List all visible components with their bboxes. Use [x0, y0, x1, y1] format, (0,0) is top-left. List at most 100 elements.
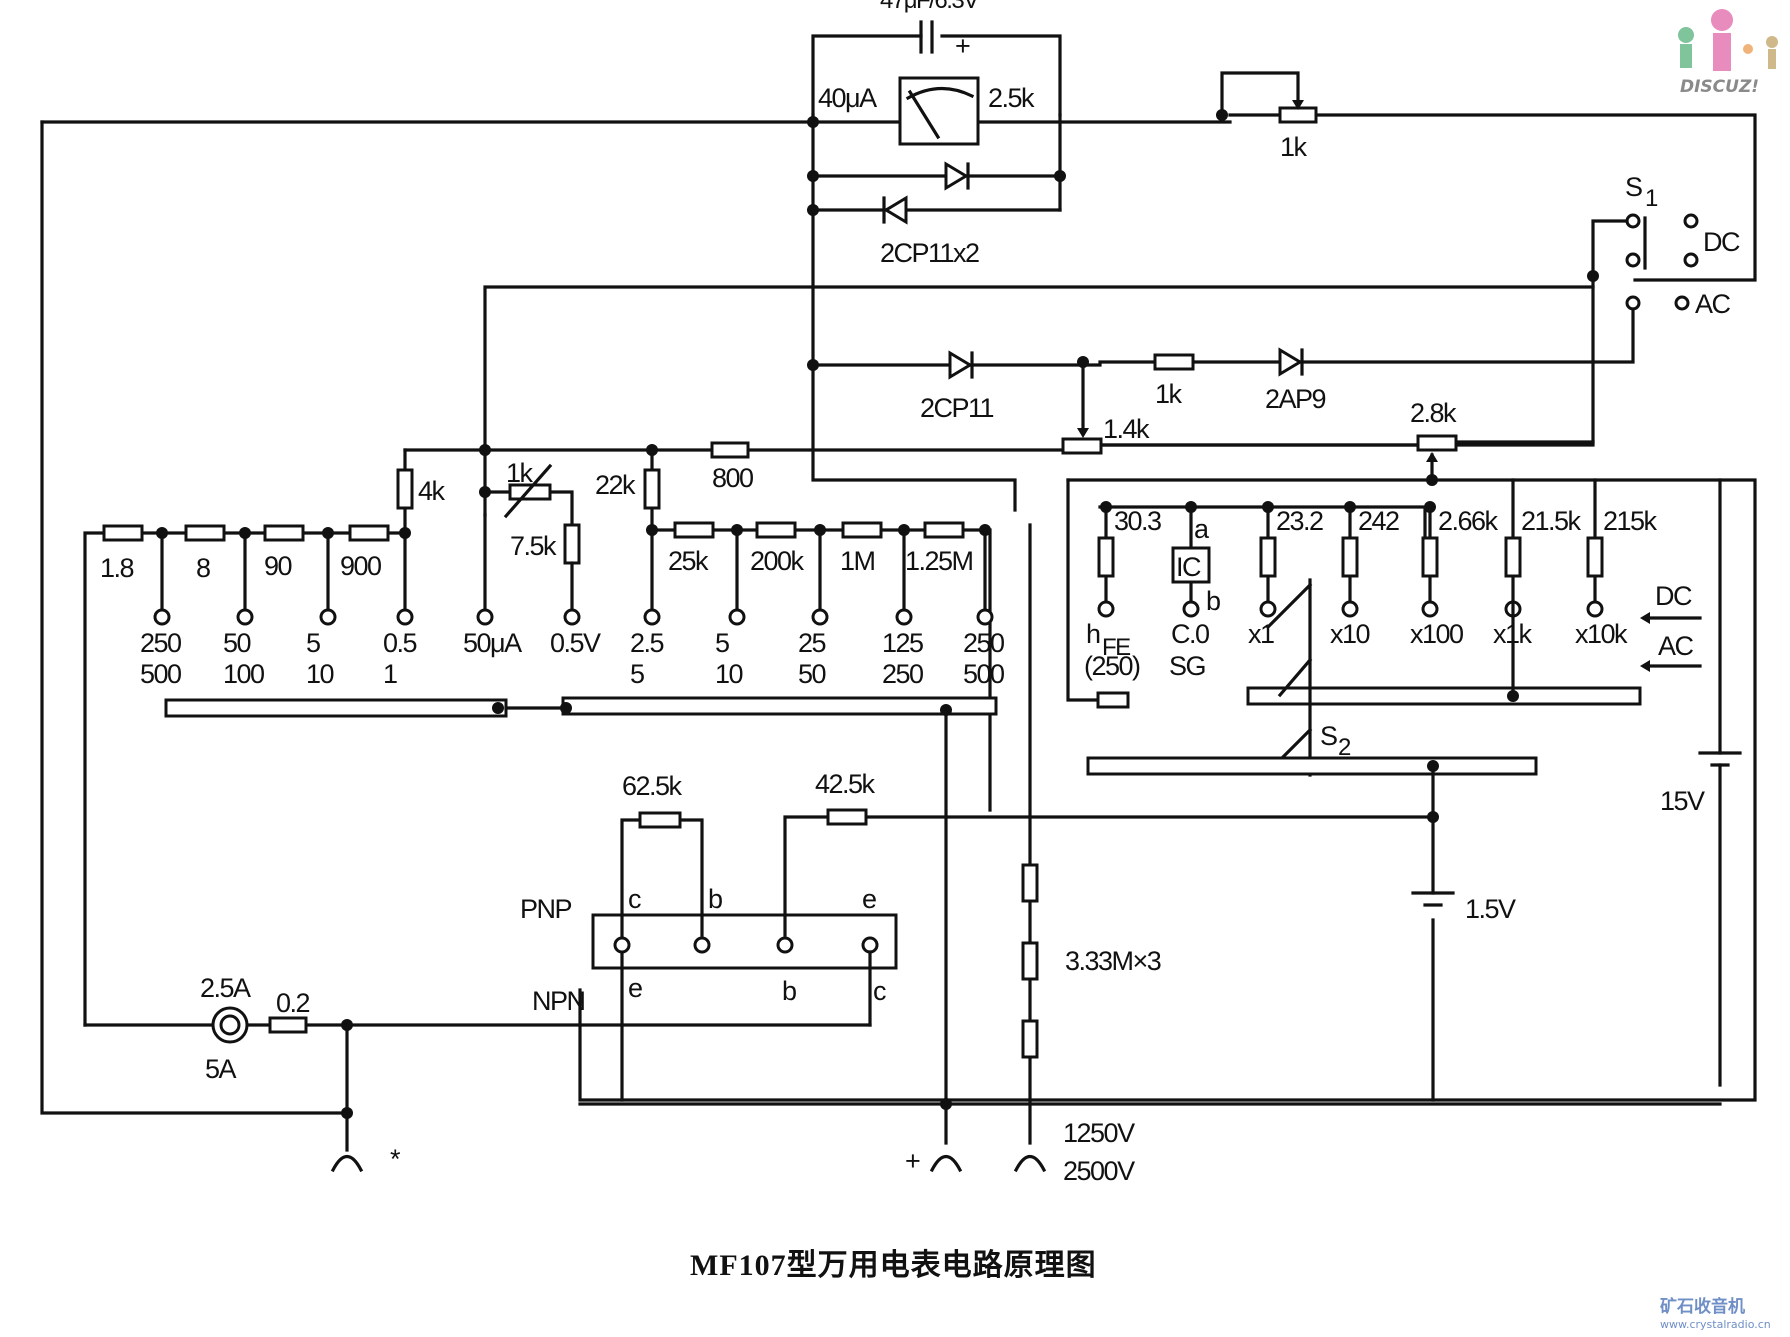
range-terminal[interactable] [976, 608, 994, 626]
jack-1250v-label: 1250V [1063, 1118, 1135, 1148]
jacks: * + 1250V 2500V [330, 1118, 1137, 1186]
r4k-label: 4k [418, 476, 446, 506]
ohm-terminal[interactable] [1182, 600, 1200, 618]
jack-common-label: * [390, 1144, 401, 1174]
svg-text:2: 2 [1338, 734, 1351, 761]
range-label-bottom: 10 [715, 659, 743, 689]
watermark-site-cn: 矿石收音机 [1660, 1296, 1745, 1317]
rect-diode1-label: 2CP11 [920, 393, 994, 423]
ohm-resistor-label: 21.5k [1521, 506, 1582, 536]
range-switch-bar-left[interactable] [164, 698, 508, 718]
range-label-top: 5 [306, 628, 320, 658]
ohm-range-sublabel: SG [1169, 651, 1205, 681]
svg-text:1.25M: 1.25M [905, 546, 973, 576]
shunt-chain: 1.8 8 90 900 [83, 524, 411, 1027]
dc-legend: DC [1655, 581, 1692, 611]
ohm-resistor [1341, 536, 1359, 578]
diode-icon [944, 161, 969, 191]
svg-text:c: c [628, 884, 641, 914]
ohm-resistor-label: 242 [1358, 506, 1399, 536]
socket-pin[interactable] [693, 936, 711, 954]
svg-text:900: 900 [340, 551, 381, 581]
jack-plus-label: + [905, 1146, 920, 1176]
npn-label: NPN [532, 986, 585, 1016]
ohm-range-label: C.0 [1171, 619, 1209, 649]
discuz-text: DISCUZ! [1680, 77, 1759, 97]
ohm-range-label: x100 [1410, 619, 1463, 649]
jack-plus[interactable] [929, 1154, 963, 1173]
ohm-terminal[interactable] [1341, 600, 1359, 618]
svg-text:1.8: 1.8 [100, 553, 134, 583]
ohm-resistor [1259, 536, 1277, 578]
diode-icon [948, 350, 973, 380]
r22k-label: 22k [595, 470, 636, 500]
ic-box [1171, 546, 1211, 584]
range-terminal[interactable] [396, 608, 414, 626]
jack-common[interactable] [330, 1154, 364, 1173]
ohm-switch-bar[interactable] [1246, 686, 1642, 706]
meter-needle [907, 89, 941, 140]
range-label-bottom: 250 [882, 659, 923, 689]
protect-diodes-label: 2CP11x2 [880, 238, 979, 268]
r7-5k-label: 7.5k [510, 531, 557, 561]
voltage-chain: 25k 200k 1M 1.25M [646, 521, 992, 812]
meter-scale [905, 86, 975, 101]
socket-pin[interactable] [613, 936, 631, 954]
range-label-bottom: 100 [223, 659, 264, 689]
range-label-bottom: 1 [383, 659, 397, 689]
svg-text:b: b [782, 976, 796, 1006]
range-terminal[interactable] [476, 608, 494, 626]
svg-text:90: 90 [264, 551, 292, 581]
s1-dc-label: DC [1703, 227, 1740, 257]
capacitor-polarity: + [955, 31, 970, 61]
jack-hv[interactable] [1013, 1154, 1047, 1173]
ohm-terminal[interactable] [1586, 600, 1604, 618]
ohm-terminal[interactable] [1421, 600, 1439, 618]
range-label-bottom: 500 [140, 659, 181, 689]
diode-icon [883, 195, 908, 225]
capacitor-label: 47μF/6.3V [880, 0, 979, 14]
range-terminal[interactable] [895, 608, 913, 626]
zero-adjust-pot: 1k [1216, 71, 1757, 282]
range-terminal[interactable] [811, 608, 829, 626]
range-label-top: 50μA [463, 628, 522, 658]
range-terminal[interactable] [643, 608, 661, 626]
range-switch-bar-right[interactable] [561, 696, 998, 716]
meter-current-label: 40μA [818, 83, 877, 113]
svg-text:8: 8 [196, 553, 210, 583]
svg-text:IC: IC [1176, 552, 1201, 582]
discuz-logo: DISCUZ! [1678, 9, 1778, 97]
hv-chain: 3.33M×3 [1021, 523, 1162, 1145]
svg-text:1M: 1M [840, 546, 875, 576]
r42-5k-label: 42.5k [815, 769, 876, 799]
range-terminal[interactable] [153, 608, 171, 626]
shunt-0-2-label: 0.2 [276, 988, 310, 1018]
range-terminal[interactable] [563, 608, 581, 626]
s2-switch-bar[interactable] [1086, 756, 1538, 776]
ohm-terminal[interactable] [1097, 600, 1115, 618]
current-jack: 2.5A 0.2 5A [40, 120, 1722, 1152]
transistor-socket: 62.5k 42.5k PNP NPN c b e e b c [520, 769, 1439, 1102]
jack-2500v-label: 2500V [1063, 1156, 1135, 1186]
switch-s1[interactable]: S 1 DC AC [1098, 172, 1741, 447]
rectifier: 2CP11 1k 2AP9 [483, 285, 1595, 517]
range-label-top: 0.5V [550, 628, 601, 658]
socket-pin[interactable] [776, 936, 794, 954]
pot-1k-label: 1k [1280, 132, 1308, 162]
ohm-range-label: x10k [1575, 619, 1628, 649]
range-label-top: 0.5 [383, 628, 417, 658]
svg-text:1: 1 [1645, 185, 1658, 212]
s2-label: S [1320, 721, 1337, 751]
ohm-resistor [1504, 536, 1522, 578]
range-terminal[interactable] [319, 608, 337, 626]
range-label-top: 250 [140, 628, 181, 658]
range-terminal[interactable] [236, 608, 254, 626]
ohm-terminal[interactable] [1259, 600, 1277, 618]
socket-pin[interactable] [861, 936, 879, 954]
jack-5a-label: 5A [205, 1054, 237, 1084]
range-terminal[interactable] [728, 608, 746, 626]
hfe-resistor [1096, 691, 1130, 709]
range-label-top: 50 [223, 628, 251, 658]
